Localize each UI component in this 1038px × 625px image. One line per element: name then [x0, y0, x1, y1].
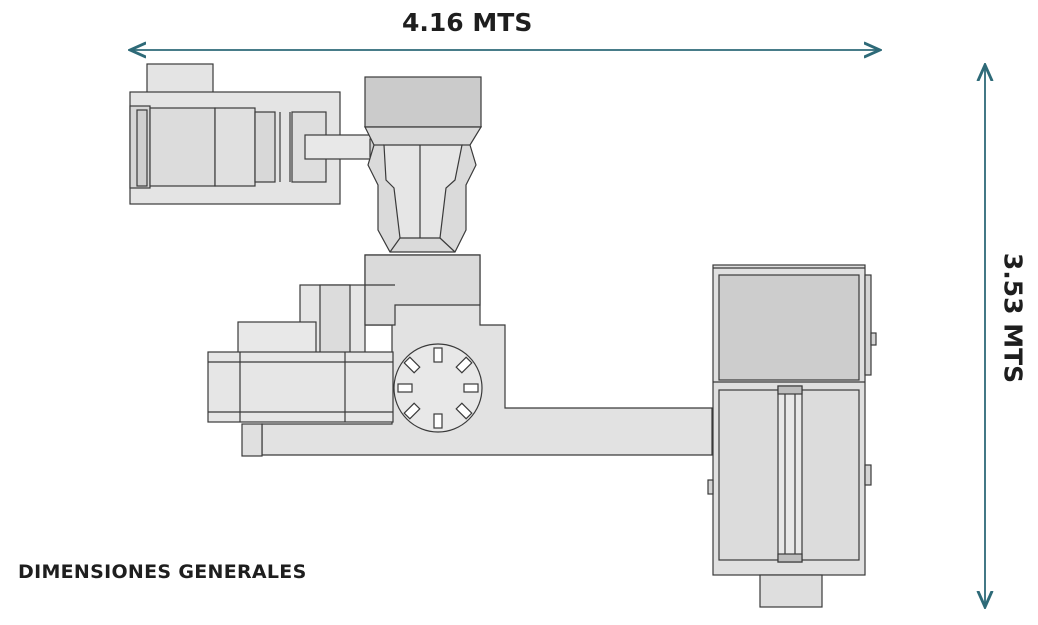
right-cabinet	[707, 264, 877, 608]
hopper	[364, 76, 483, 253]
motor-unit	[129, 63, 381, 205]
rotary-disk	[393, 343, 483, 433]
caption-general-dimensions: DIMENSIONES GENERALES	[18, 561, 307, 583]
gearbox-body	[237, 254, 713, 457]
width-dimension-label: 4.16 MTS	[402, 8, 533, 37]
machine-top-view	[129, 63, 877, 608]
height-dimension-label: 3.53 MTS	[998, 252, 1028, 384]
roller-housing	[207, 351, 394, 423]
